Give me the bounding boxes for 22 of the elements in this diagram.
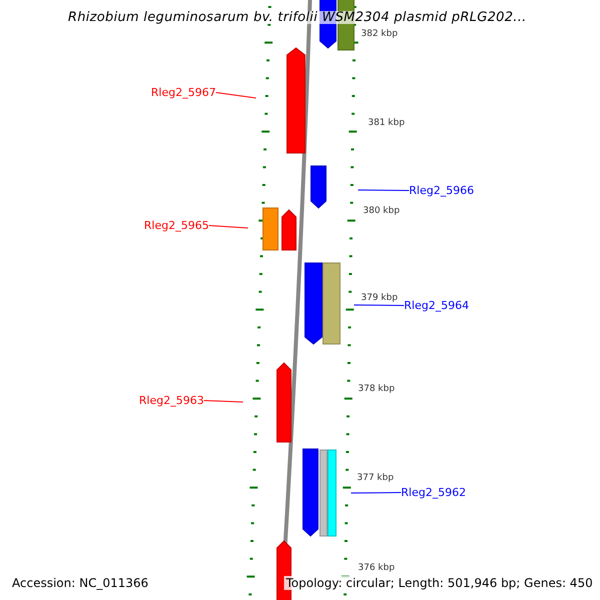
leader-line — [350, 492, 402, 494]
scale-label: 379 kbp — [361, 294, 398, 303]
scale-label: 378 kbp — [358, 385, 395, 394]
gene-label: Rleg2_5963 — [139, 395, 204, 406]
scale-label: 377 kbp — [357, 474, 394, 483]
info-text: Accession: NC_011366 — [10, 576, 150, 590]
scale-label: 382 kbp — [361, 30, 398, 39]
leader-line — [203, 400, 244, 402]
gene-label: Rleg2_5962 — [401, 487, 466, 498]
gene-label: Rleg2_5967 — [151, 87, 216, 98]
scale-label: 381 kbp — [368, 119, 405, 128]
leader-line — [215, 92, 256, 98]
info-text: Topology: circular; Length: 501,946 bp; Genes: 450 — [284, 576, 595, 590]
scale-label: 380 kbp — [363, 207, 400, 216]
leader-line — [358, 190, 410, 191]
gene-label: Rleg2_5965 — [144, 220, 209, 231]
gene-label: Rleg2_5964 — [404, 300, 469, 311]
leader-line — [208, 225, 248, 228]
gene-label: Rleg2_5966 — [409, 185, 474, 196]
leader-line — [354, 304, 404, 306]
scale-label: 376 kbp — [358, 564, 395, 573]
title: Rhizobium leguminosarum bv. trifolii WSM2304 plasmid pRLG202... — [68, 11, 526, 24]
